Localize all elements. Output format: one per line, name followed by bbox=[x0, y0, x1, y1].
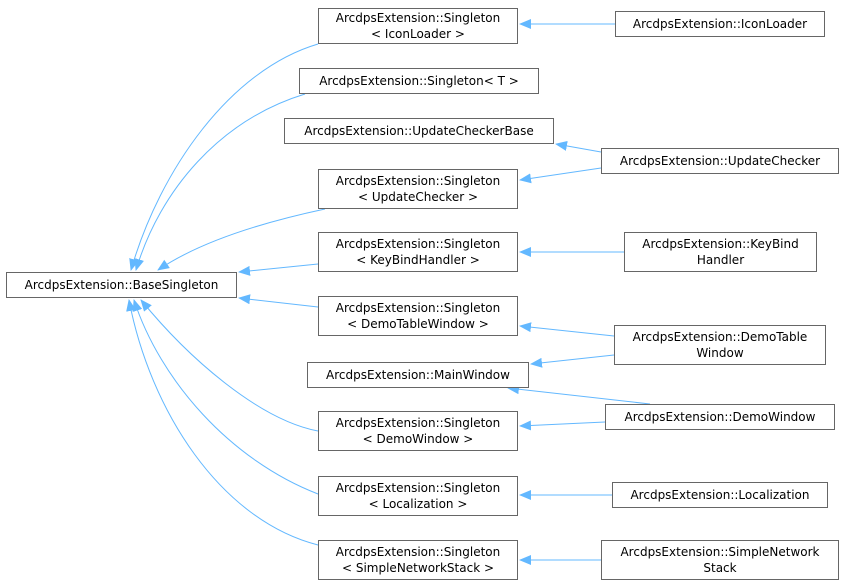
edge-singleton-demo-window-to-base-singleton bbox=[140, 299, 319, 432]
node-keybind-handler[interactable]: ArcdpsExtension::KeyBind Handler bbox=[624, 232, 817, 272]
node-label-line-1: ArcdpsExtension::Singleton bbox=[335, 545, 501, 559]
node-label-line-2: < DemoWindow > bbox=[362, 432, 474, 446]
node-label-line-1: ArcdpsExtension::SimpleNetwork bbox=[620, 545, 820, 559]
node-label-line-1: ArcdpsExtension::Singleton bbox=[335, 174, 501, 188]
node-label-line-1: ArcdpsExtension::Singleton bbox=[335, 301, 501, 315]
node-singleton-demo-window[interactable]: ArcdpsExtension::Singleton < DemoWindow … bbox=[318, 411, 518, 451]
edge-demo-table-window-to-singleton-demo-table-window bbox=[519, 322, 615, 337]
node-label-line-1: ArcdpsExtension::Singleton bbox=[335, 11, 501, 25]
node-label-line-1: ArcdpsExtension::Singleton bbox=[335, 416, 501, 430]
edge-demo-window-to-main-window bbox=[507, 384, 651, 405]
node-label-line-1: ArcdpsExtension::DemoTable bbox=[632, 330, 808, 344]
node-label-line-2: Handler bbox=[696, 253, 745, 267]
edge-singleton-update-checker-to-base-singleton bbox=[157, 208, 326, 271]
node-label-line-2: < IconLoader > bbox=[371, 27, 465, 41]
node-singleton-icon-loader[interactable]: ArcdpsExtension::Singleton < IconLoader … bbox=[318, 8, 518, 44]
node-localization[interactable]: ArcdpsExtension::Localization bbox=[612, 482, 828, 508]
node-icon-loader[interactable]: ArcdpsExtension::IconLoader bbox=[615, 11, 825, 37]
node-label: ArcdpsExtension::DemoWindow bbox=[624, 410, 816, 424]
node-label: ArcdpsExtension::MainWindow bbox=[326, 368, 510, 382]
node-label-line-1: ArcdpsExtension::Singleton bbox=[335, 237, 501, 251]
node-main-window[interactable]: ArcdpsExtension::MainWindow bbox=[307, 362, 529, 388]
edge-singleton-t-to-base-singleton bbox=[134, 93, 306, 271]
node-update-checker-base[interactable]: ArcdpsExtension::UpdateCheckerBase bbox=[284, 118, 554, 144]
node-label-line-2: < DemoTableWindow > bbox=[347, 317, 489, 331]
node-label-line-2: < Localization > bbox=[368, 497, 468, 511]
node-demo-window[interactable]: ArcdpsExtension::DemoWindow bbox=[605, 404, 835, 430]
edge-singleton-simple-network-stack-to-base-singleton bbox=[126, 299, 319, 546]
node-label-line-2: < KeyBindHandler > bbox=[356, 253, 480, 267]
node-label: ArcdpsExtension::BaseSingleton bbox=[24, 278, 219, 292]
node-label: ArcdpsExtension::Localization bbox=[630, 488, 810, 502]
node-label-line-2: Stack bbox=[703, 561, 737, 575]
node-singleton-update-checker[interactable]: ArcdpsExtension::Singleton < UpdateCheck… bbox=[318, 169, 518, 209]
node-label-line-1: ArcdpsExtension::Singleton bbox=[335, 481, 501, 495]
node-label-line-2: Window bbox=[696, 346, 744, 360]
edge-update-checker-to-singleton-update-checker bbox=[519, 167, 602, 184]
node-singleton-t[interactable]: ArcdpsExtension::Singleton< T > bbox=[299, 68, 539, 94]
node-label-line-1: ArcdpsExtension::KeyBind bbox=[642, 237, 799, 251]
node-demo-table-window[interactable]: ArcdpsExtension::DemoTable Window bbox=[614, 325, 826, 365]
node-singleton-keybind-handler[interactable]: ArcdpsExtension::Singleton < KeyBindHand… bbox=[318, 232, 518, 272]
edge-singleton-icon-loader-to-base-singleton bbox=[129, 43, 319, 271]
edge-singleton-keybind-handler-to-base-singleton bbox=[238, 263, 319, 276]
edge-singleton-demo-table-window-to-base-singleton bbox=[238, 294, 319, 308]
node-singleton-simple-network-stack[interactable]: ArcdpsExtension::Singleton < SimpleNetwo… bbox=[318, 540, 518, 580]
edge-demo-window-to-singleton-demo-window bbox=[519, 420, 606, 431]
node-singleton-localization[interactable]: ArcdpsExtension::Singleton < Localizatio… bbox=[318, 476, 518, 516]
node-singleton-demo-table-window[interactable]: ArcdpsExtension::Singleton < DemoTableWi… bbox=[318, 296, 518, 336]
node-label: ArcdpsExtension::IconLoader bbox=[632, 17, 808, 31]
edge-singleton-localization-to-base-singleton bbox=[132, 299, 319, 495]
node-base-singleton[interactable]: ArcdpsExtension::BaseSingleton bbox=[6, 272, 237, 298]
edge-update-checker-to-update-checker-base bbox=[555, 141, 602, 153]
node-simple-network-stack[interactable]: ArcdpsExtension::SimpleNetwork Stack bbox=[601, 540, 839, 580]
edge-demo-table-window-to-main-window bbox=[530, 354, 615, 368]
node-update-checker[interactable]: ArcdpsExtension::UpdateChecker bbox=[601, 148, 839, 174]
node-label: ArcdpsExtension::UpdateCheckerBase bbox=[304, 124, 534, 138]
node-label: ArcdpsExtension::Singleton< T > bbox=[319, 74, 519, 88]
node-label-line-2: < UpdateChecker > bbox=[358, 190, 478, 204]
node-label: ArcdpsExtension::UpdateChecker bbox=[619, 154, 821, 168]
node-label-line-2: < SimpleNetworkStack > bbox=[341, 561, 495, 575]
